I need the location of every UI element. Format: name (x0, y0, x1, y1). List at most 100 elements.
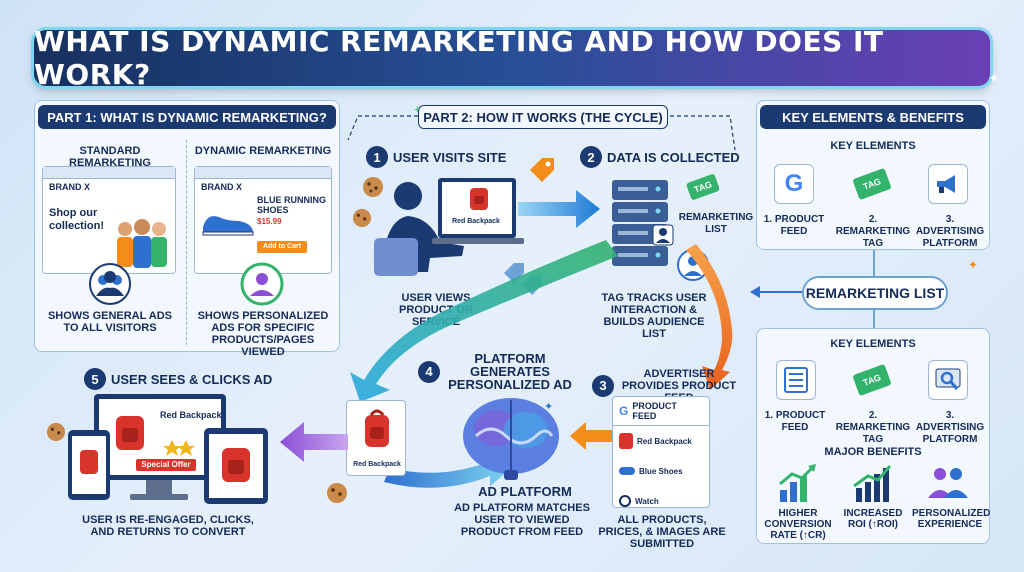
sparkle-icon: ✦ (544, 401, 554, 413)
people-group-icon (117, 219, 167, 268)
dynamic-ad-card: BRAND X BLUE RUNNING SHOES $15.99 Add to… (194, 166, 332, 274)
step4-number: 4 (418, 360, 440, 383)
key-item: 3. ADVERTISING PLATFORM (915, 410, 985, 445)
step2-title: 2 DATA IS COLLECTED (580, 146, 740, 168)
special-offer-button[interactable]: Special Offer (136, 459, 196, 471)
standard-caption: SHOWS GENERAL ADS TO ALL VISITORS (47, 310, 173, 334)
key-elements-sub: KEY ELEMENTS (830, 140, 916, 152)
brain-ai-icon (463, 398, 559, 480)
feed-row: Watch (613, 486, 709, 516)
key-elements-heading: KEY ELEMENTS & BENEFITS (760, 105, 986, 129)
step4-label: PLATFORM GENERATES PERSONALIZED AD (448, 351, 572, 392)
remarketing-tag-icon: TAG (852, 164, 892, 204)
key-item: 2. REMARKETING TAG (835, 214, 911, 249)
step3-number: 3 (592, 375, 614, 397)
key-item: 3. ADVERTISING PLATFORM (915, 214, 985, 249)
product-feed-title: PRODUCT FEED (632, 401, 677, 421)
devices-illustration (68, 394, 268, 504)
sparkle-icon: + (414, 104, 421, 116)
page-title-banner: WHAT IS DYNAMIC REMARKETING AND HOW DOES… (34, 25, 990, 91)
feed-item: Blue Shoes (639, 466, 683, 476)
platform-search-icon (928, 360, 968, 400)
add-to-cart-button[interactable]: Add to Cart (257, 241, 307, 253)
google-g-icon: G (619, 404, 629, 418)
arrow-step3-to-step4 (570, 422, 612, 450)
google-feed-icon: G (774, 164, 814, 204)
step1-product-label: Red Backpack (452, 218, 500, 225)
step1-title: 1 USER VISITS SITE (366, 146, 506, 168)
remarketing-list-pill: REMARKETING LIST (802, 276, 948, 310)
shoe-icon (619, 467, 635, 475)
product-feed-list-icon (776, 360, 816, 400)
ad-platform-label: AD PLATFORM (478, 484, 572, 499)
step5-title: 5 USER SEES & CLICKS AD (84, 368, 272, 390)
backpack-icon (365, 409, 389, 447)
sparkle-icon: ✦ (968, 258, 979, 272)
megaphone-icon (928, 164, 968, 204)
feed-row: Blue Shoes (613, 456, 709, 486)
standard-ad-text: Shop our collection! (49, 207, 105, 232)
user-at-laptop-illustration (374, 178, 524, 276)
step4-caption: AD PLATFORM MATCHES USER TO VIEWED PRODU… (454, 502, 590, 538)
key-elements-sub-bottom: KEY ELEMENTS (830, 338, 916, 350)
cookie-icon (363, 177, 383, 197)
key-item: 1. PRODUCT FEED (763, 214, 825, 237)
arrow-to-list (750, 286, 804, 298)
key-item: 2. REMARKETING TAG (835, 410, 911, 445)
step2-label: DATA IS COLLECTED (607, 149, 740, 165)
step1-label: USER VISITS SITE (393, 149, 507, 165)
step5-number: 5 (84, 368, 106, 390)
dynamic-product: BLUE RUNNING SHOES (257, 195, 326, 215)
standard-ad-card: BRAND X Shop our collection! (42, 166, 176, 274)
part1-divider (186, 140, 187, 345)
sparkle-icon: ✦ (988, 70, 1000, 86)
step2-number: 2 (580, 146, 602, 168)
cycle-dashed-guides (347, 115, 736, 151)
key-item: 1. PRODUCT FEED (764, 410, 826, 433)
cycle-swoosh-arrows (350, 240, 733, 488)
dynamic-brand: BRAND X (201, 182, 243, 192)
benefit-item: HIGHER CONVERSION RATE (↑CR) (764, 508, 832, 541)
part2-heading: PART 2: HOW IT WORKS (THE CYCLE) (418, 105, 668, 129)
growth-chart-icon (779, 464, 816, 502)
product-feed-card: G PRODUCT FEED Red Backpack Blue Shoes W… (612, 396, 710, 508)
step5-product-label: Red Backpack (160, 410, 222, 420)
benefit-item: INCREASED ROI (↑ROI) (843, 508, 903, 530)
step2-list-label: REMARKETING LIST (678, 212, 754, 235)
connector-line (873, 250, 875, 280)
arrow-step4-to-step5 (280, 422, 348, 462)
tag-label: TAG (852, 363, 892, 397)
personalized-users-icon (928, 468, 968, 498)
step4-ad-product: Red Backpack (353, 461, 401, 468)
cookie-icon (352, 208, 372, 228)
watch-icon (619, 495, 631, 507)
step5-caption: USER IS RE-ENGAGED, CLICKS, AND RETURNS … (82, 514, 254, 538)
benefits-heading: MAJOR BENEFITS (824, 446, 922, 458)
step2-caption: TAG TRACKS USER INTERACTION & BUILDS AUD… (601, 292, 707, 340)
cookie-icon (327, 483, 347, 503)
step3-caption: ALL PRODUCTS, PRICES, & IMAGES ARE SUBMI… (598, 514, 726, 550)
step4-title: 4 PLATFORM GENERATES PERSONALIZED AD (418, 352, 575, 391)
standard-brand: BRAND X (49, 182, 91, 192)
roi-chart-icon (853, 465, 892, 502)
price-tag-icon (530, 158, 554, 182)
step1-number: 1 (366, 146, 388, 168)
feed-item: Red Backpack (637, 436, 692, 446)
arrow-step1-to-step2 (518, 190, 600, 228)
feed-row: Red Backpack (613, 426, 709, 456)
personalized-ad-card: Red Backpack (346, 400, 406, 476)
feed-item: Watch (635, 496, 659, 506)
part1-heading: PART 1: WHAT IS DYNAMIC REMARKETING? (38, 105, 336, 129)
shoe-icon (202, 216, 254, 236)
dynamic-price: $15.99 (257, 217, 282, 226)
dynamic-caption: SHOWS PERSONALIZED ADS FOR SPECIFIC PROD… (197, 310, 329, 358)
cookie-icon (46, 422, 66, 442)
backpack-icon (619, 433, 633, 449)
tag-label: TAG (852, 167, 892, 201)
audience-icon (89, 263, 131, 305)
dynamic-heading: DYNAMIC REMARKETING (194, 145, 332, 157)
page-title: WHAT IS DYNAMIC REMARKETING AND HOW DOES… (34, 25, 884, 91)
user-target-icon (240, 262, 284, 306)
user-profile-icon (652, 224, 674, 246)
benefit-item: PERSONALIZED EXPERIENCE (912, 508, 991, 530)
